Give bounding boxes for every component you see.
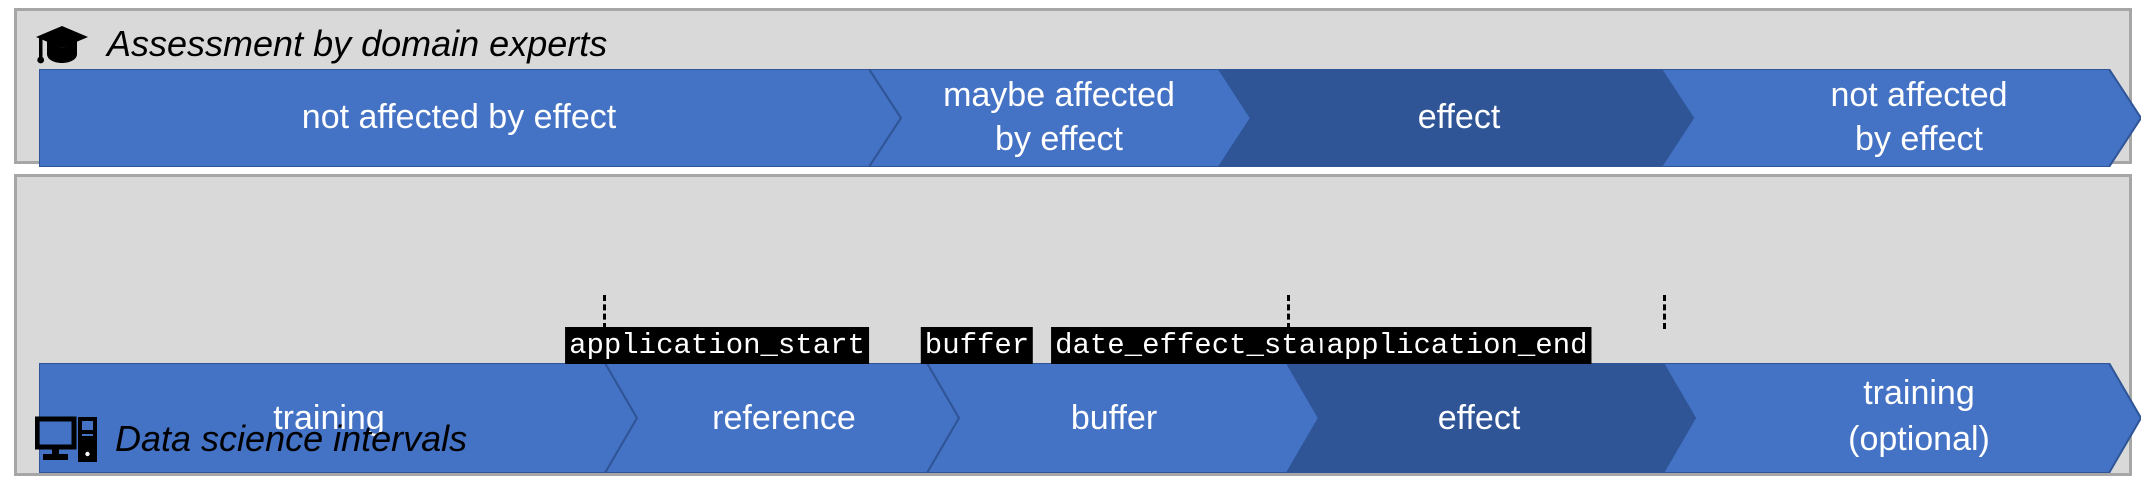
tick-application-end [1663, 295, 1666, 329]
experts-segment-1-label: not affected by effect [302, 98, 617, 136]
datascience-caption-label: Data science intervals [115, 418, 468, 459]
intervals-segment-5-label-line1: training [1863, 374, 1975, 412]
intervals-segment-3-label: buffer [1071, 399, 1157, 437]
experts-segment-4-label-line1: not affected [1830, 76, 2007, 114]
intervals-segment-2-label: reference [712, 399, 856, 437]
experts-segment-2-label-line1: maybe affected [943, 76, 1175, 114]
marker-chip-date-effect-start: date_effect_start [1051, 327, 1355, 365]
datascience-caption-row: Data science intervals [35, 411, 467, 467]
experts-segment-3-label: effect [1418, 98, 1501, 136]
graduation-cap-icon [35, 24, 89, 64]
intervals-segment-4-shape [1285, 363, 1697, 473]
panel-data-science: training reference buffer effect trainin… [14, 174, 2141, 476]
panel-domain-experts: Assessment by domain experts not affecte… [14, 8, 2141, 167]
experts-segment-3-shape [1217, 69, 1695, 167]
experts-segment-2-label-line2: by effect [995, 120, 1123, 158]
experts-segment-4-shape [1659, 69, 2141, 167]
marker-chip-buffer: buffer [920, 327, 1034, 365]
marker-chip-application-end: application_end [1322, 327, 1592, 365]
experts-segment-2-shape [867, 69, 1253, 167]
intervals-segment-3-shape [925, 363, 1321, 473]
desktop-computer-icon [35, 416, 97, 462]
experts-caption-row: Assessment by domain experts [35, 19, 607, 69]
intervals-segment-4-label: effect [1438, 399, 1521, 437]
tick-date-effect-start [1287, 295, 1290, 329]
intervals-segment-1-label: training [273, 399, 385, 437]
marker-chip-application-start: application_start [565, 327, 869, 365]
intervals-segment-2-shape [603, 363, 961, 473]
intervals-segment-5-label-line2: (optional) [1848, 420, 1990, 458]
tick-application-start [603, 295, 606, 329]
experts-segment-4-label-line2: by effect [1855, 120, 1983, 158]
experts-chevron-bar: not affected by effect maybe affected by… [39, 69, 2141, 167]
intervals-segment-5-shape [1661, 363, 2141, 473]
intervals-chevron-bar: training reference buffer effect trainin… [39, 363, 2141, 473]
experts-caption-label: Assessment by domain experts [107, 23, 608, 64]
